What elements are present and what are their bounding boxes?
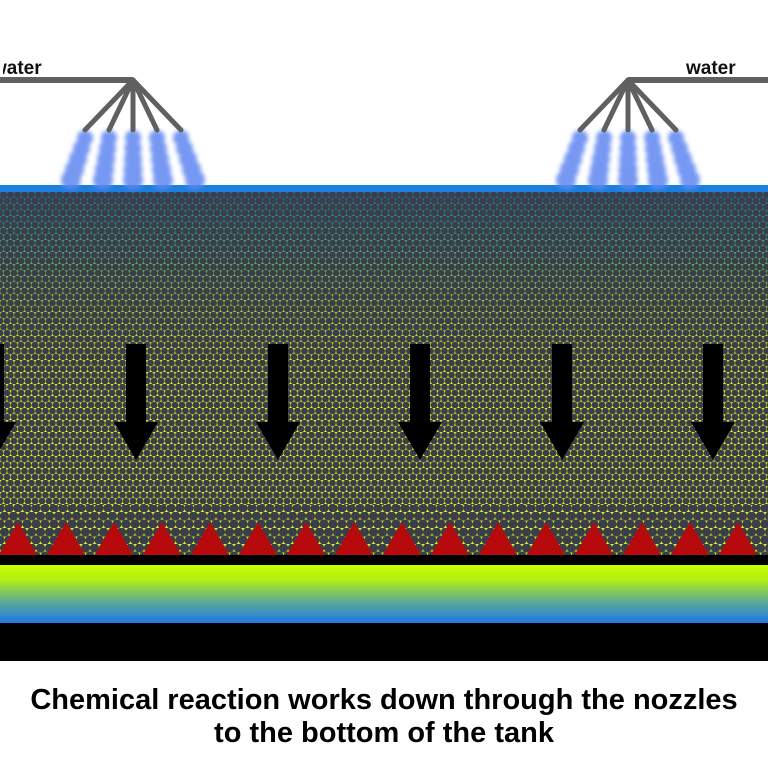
triangle-nozzle-icon [479, 522, 517, 555]
base-black-floor [0, 623, 768, 661]
triangle-nozzle-icon [287, 522, 325, 555]
caption-line-1: Chemical reaction works down through the… [30, 684, 738, 716]
spray-droplet [556, 170, 576, 190]
triangle-nozzle-icon [239, 522, 277, 555]
base-black-band [0, 555, 768, 565]
spray-droplet [61, 170, 81, 190]
water-spray [61, 130, 205, 190]
triangle-nozzle-icon [575, 522, 613, 555]
spray-pipe [625, 77, 655, 133]
flow-arrows [0, 344, 735, 460]
down-arrow-icon [691, 344, 735, 460]
triangle-nozzle-icon [335, 522, 373, 555]
water-label-right: water [686, 58, 736, 79]
down-arrow-icon [256, 344, 300, 460]
media-pebbles [0, 190, 768, 526]
base-gradient-layer [0, 565, 768, 623]
spray-head-icon [556, 77, 768, 190]
triangle-nozzle-icon [719, 522, 757, 555]
spray-droplet [618, 170, 638, 190]
spray-droplet [680, 170, 700, 190]
triangle-nozzle-icon [527, 522, 565, 555]
triangle-nozzle-icon [143, 522, 181, 555]
spray-droplet [588, 170, 608, 190]
spray-pipe [601, 77, 631, 133]
spray-droplet [153, 170, 173, 190]
spray-droplet [123, 170, 143, 190]
spray-pipe [625, 77, 679, 133]
triangle-nozzle-icon [47, 522, 85, 555]
water-spray [556, 130, 700, 190]
spray-droplet [185, 170, 205, 190]
water-label-left: water [3, 58, 42, 79]
triangle-nozzle-icon [95, 522, 133, 555]
water-surface [0, 185, 768, 192]
spray-pipe [130, 77, 160, 133]
down-arrow-icon [0, 344, 16, 450]
spray-pipe [82, 77, 136, 133]
spray-droplet [93, 170, 113, 190]
nozzle-row [0, 522, 757, 555]
triangle-nozzle-icon [383, 522, 421, 555]
caption-line-2: to the bottom of the tank [214, 717, 554, 749]
spray-head-icon [0, 77, 205, 190]
triangle-nozzle-icon [0, 522, 37, 555]
spray-pipe [130, 77, 184, 133]
spray-droplet [648, 170, 668, 190]
triangle-nozzle-icon [431, 522, 469, 555]
triangle-nozzle-icon [623, 522, 661, 555]
down-arrow-icon [114, 344, 158, 460]
spray-pipe [577, 77, 631, 133]
triangle-nozzle-icon [191, 522, 229, 555]
triangle-nozzle-icon [671, 522, 709, 555]
spray-pipe [106, 77, 136, 133]
down-arrow-icon [540, 344, 584, 460]
caption: Chemical reaction works down through the… [0, 684, 768, 750]
down-arrow-icon [398, 344, 442, 460]
